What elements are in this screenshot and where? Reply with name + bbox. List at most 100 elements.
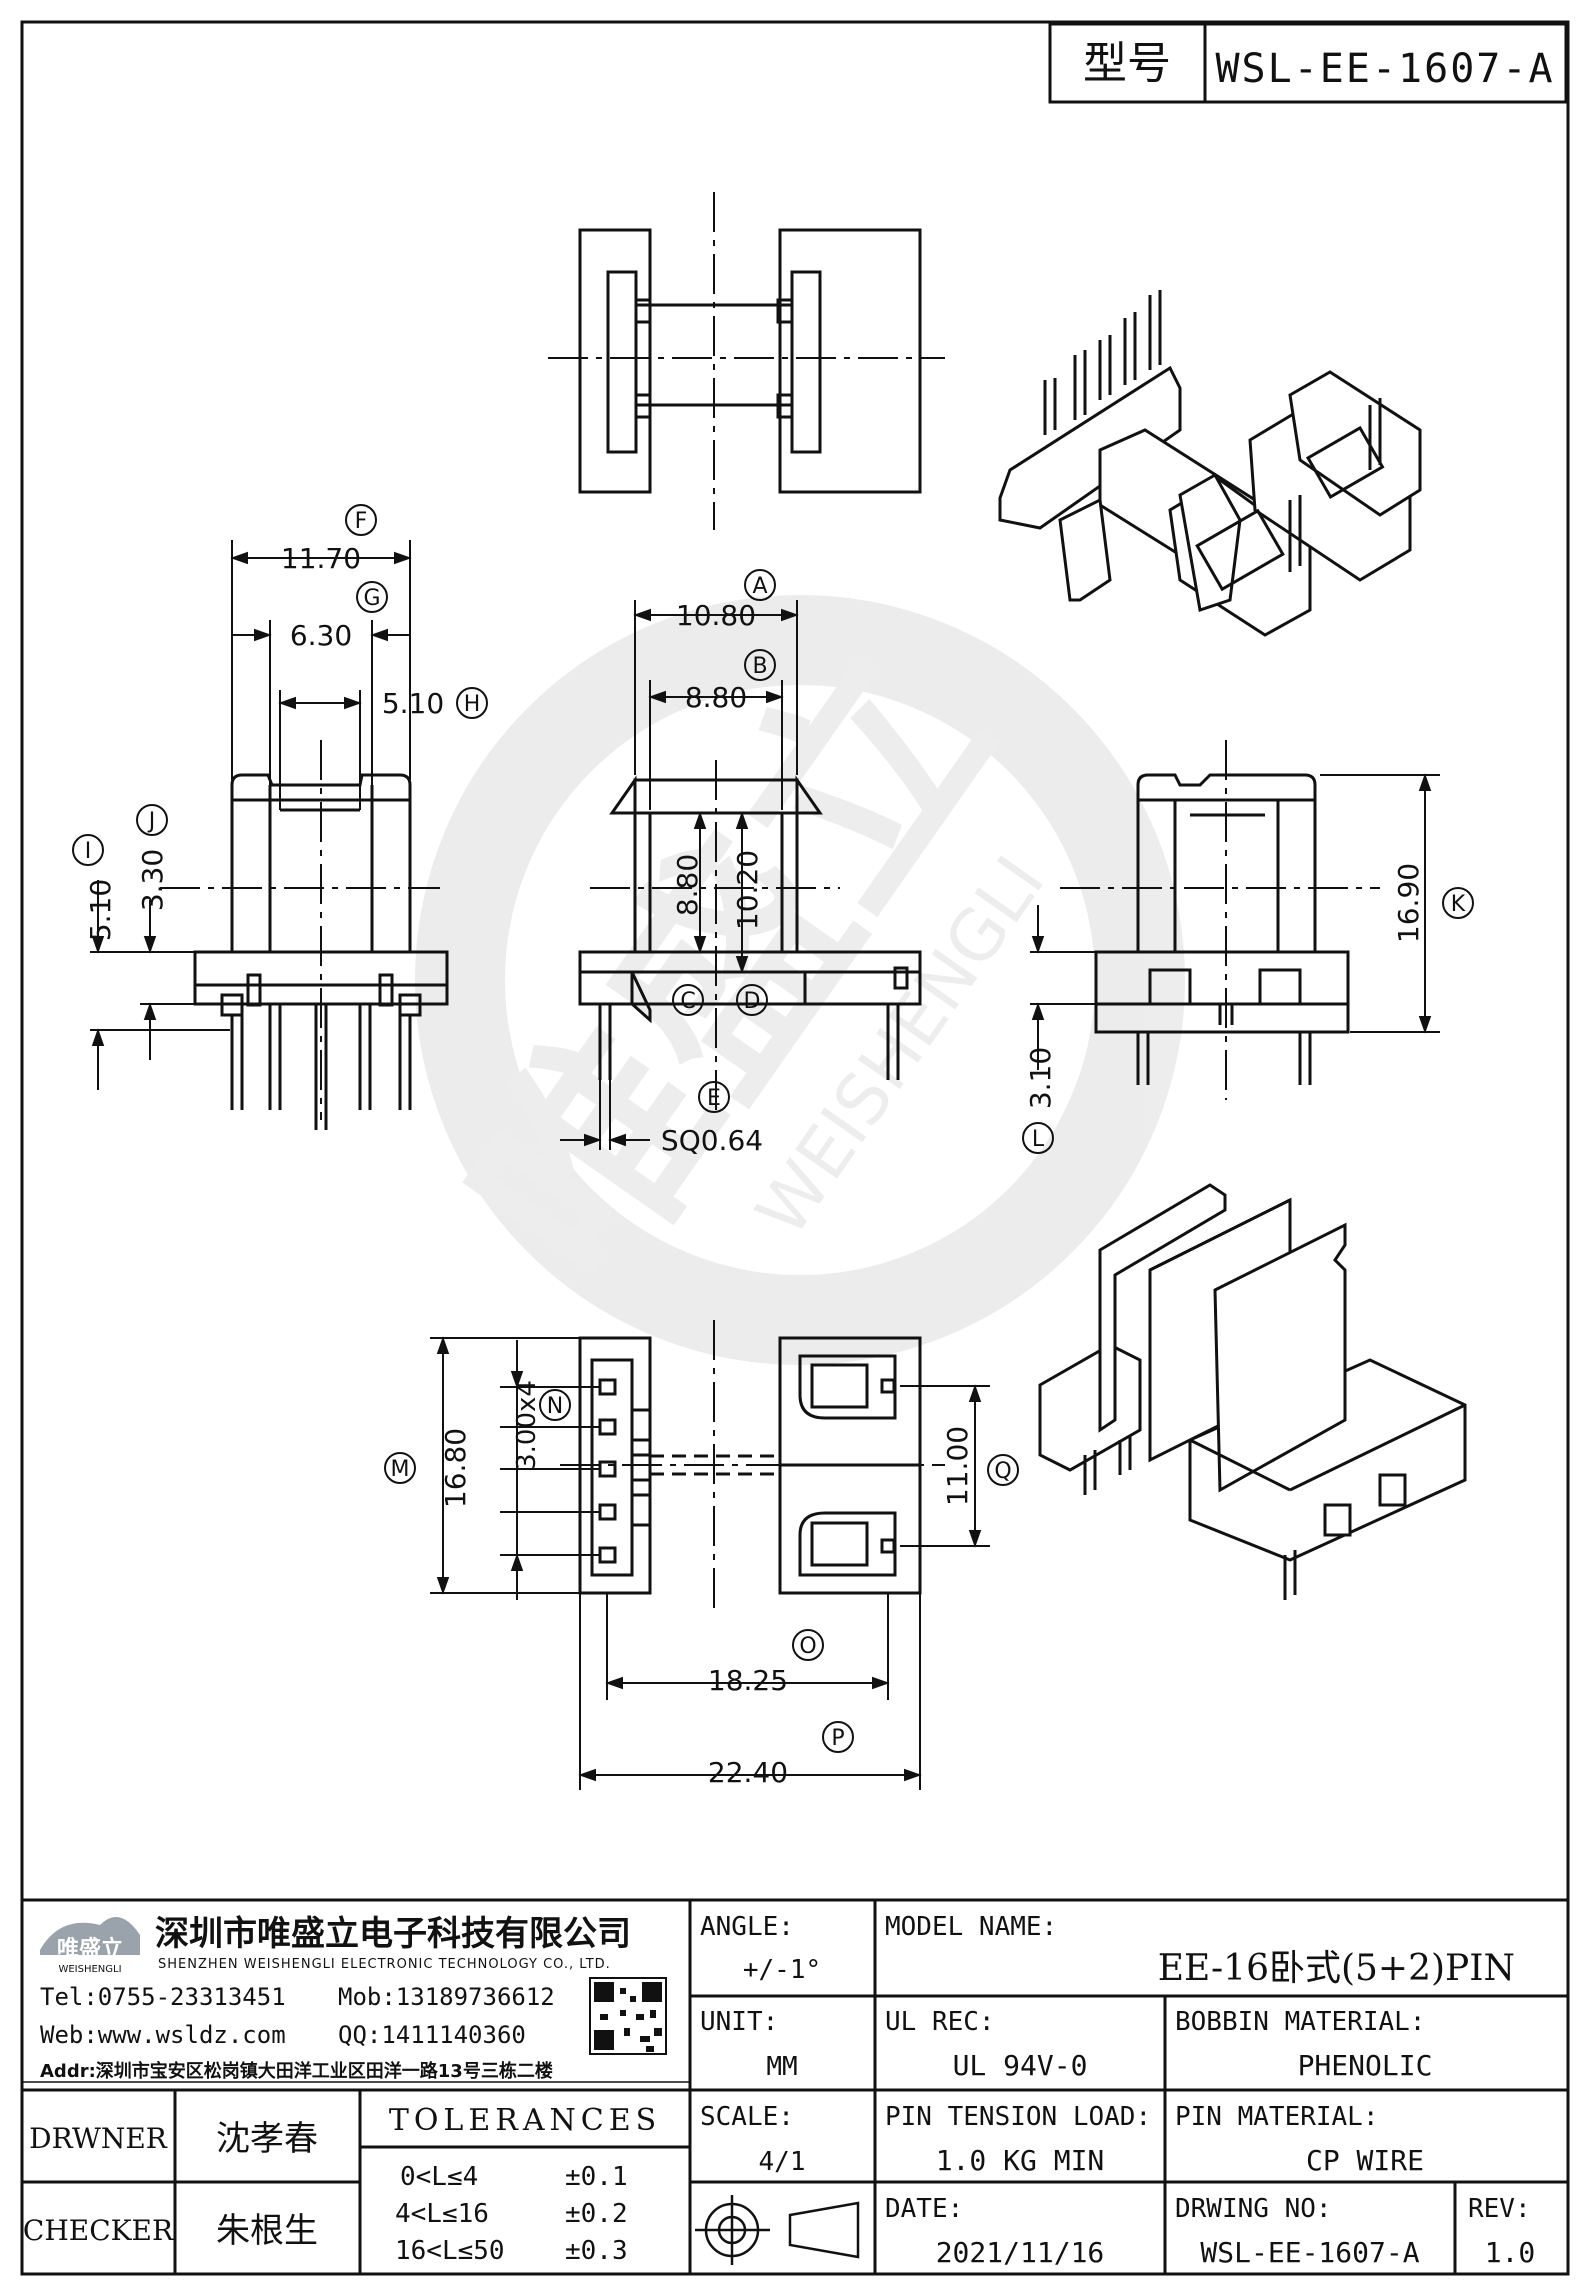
company-logo-text: 唯盛立 [57,1936,123,1962]
dim-M-letter: M [391,1457,410,1482]
dim-J: J 3.30 [136,804,169,911]
dim-K-letter: K [1451,892,1466,917]
dim-H: H 5.10 [382,687,488,720]
dim-B: B 8.80 [685,649,776,714]
dim-B-value: 8.80 [685,681,747,714]
dim-Q-value: 11.00 [941,1426,974,1506]
dim-L-letter: L [1032,1127,1045,1152]
date-label: DATE: [885,2194,963,2224]
drawer-name: 沈孝春 [216,2119,318,2159]
bottom-view-dimensions [430,1336,990,1790]
dim-O: O 18.25 [708,1629,824,1697]
company-name-en: SHENZHEN WEISHENGLI ELECTRONIC TECHNOLOG… [158,1957,611,1972]
tolerance-range-1: 0<L≤4 [400,2162,478,2192]
tolerances-label: TOLERANCES [389,2103,661,2138]
tolerance-value-2: ±0.2 [565,2199,628,2229]
pin-material-label: PIN MATERIAL: [1175,2102,1379,2132]
company-block: 唯盛立 WEISHENGLI 深圳市唯盛立电子科技有限公司 SHENZHEN W… [40,1914,667,2082]
scale-value: 4/1 [759,2147,806,2177]
dim-A-value: 10.80 [676,599,756,632]
drawing-no-label: DRWING NO: [1175,2194,1332,2224]
dim-P-value: 22.40 [708,1756,788,1789]
dim-H-value: 5.10 [382,687,444,720]
dim-G-value: 6.30 [290,619,352,652]
angle-value: +/-1° [743,1955,821,1985]
sheet-border [20,20,1570,2276]
model-code-label: 型号 [1083,38,1171,89]
side-view-dimensions [560,600,799,1150]
dim-L-value: 3.10 [1024,1047,1057,1109]
company-mob: Mob:13189736612 [338,1983,555,2011]
ul-label: UL REC: [885,2007,995,2037]
dim-K: K 16.90 [1392,863,1474,943]
dim-N-letter: N [547,1394,563,1419]
side-view [578,760,922,1110]
company-name-cn: 深圳市唯盛立电子科技有限公司 [155,1914,631,1954]
drawer-label: DRWNER [29,2122,168,2155]
dim-N: N 3.00x4 [512,1380,571,1470]
dim-C-value: 8.80 [671,854,704,916]
qr-code-icon [589,1977,667,2055]
title-block [22,1898,1568,2274]
pin-tension-label: PIN TENSION LOAD: [885,2102,1151,2132]
dim-Q: Q 11.00 [941,1426,1019,1506]
company-logo-sub: WEISHENGLI [58,1964,121,1975]
pin-tension-value: 1.0 KG MIN [936,2144,1105,2177]
dim-J-value: 3.30 [136,849,169,911]
dim-A: A 10.80 [676,569,776,632]
dim-A-letter: A [752,574,767,599]
bobbin-label: BOBBIN MATERIAL: [1175,2007,1425,2037]
dim-M: M 16.80 [384,1428,472,1508]
dim-M-value: 16.80 [439,1428,472,1508]
isometric-view-bottom [1038,1183,1467,1600]
ul-value: UL 94V-0 [953,2049,1088,2082]
dim-E: E SQ0.64 [661,1081,763,1157]
top-view [548,192,945,530]
pin-material-value: CP WIRE [1306,2144,1424,2177]
dim-D-value: 10.20 [731,850,764,930]
right-view-dimensions [1030,773,1440,1070]
angle-label: ANGLE: [700,1912,794,1942]
dim-L: L 3.10 [1022,1047,1057,1154]
dim-I: I 5.10 [72,834,117,941]
model-code-box: 型号 WSL-EE-1607-A [1048,22,1568,104]
rev-label: REV: [1468,2194,1531,2224]
front-view [160,740,449,1130]
company-web: Web:www.wsldz.com [40,2021,286,2049]
unit-label: UNIT: [700,2007,778,2037]
date-value: 2021/11/16 [936,2236,1105,2269]
company-tel: Tel:0755-23313451 [40,1983,286,2011]
model-code: WSL-EE-1607-A [1215,46,1554,92]
company-qq: QQ:1411140360 [338,2021,526,2049]
dim-G-letter: G [363,586,380,611]
dim-F: F 11.70 [281,504,377,575]
dim-N-value: 3.00x4 [512,1380,542,1470]
dim-B-letter: B [752,654,767,679]
dim-I-value: 5.10 [84,879,117,941]
checker-label: CHECKER [23,2214,174,2247]
dim-F-value: 11.70 [281,542,361,575]
dim-F-letter: F [355,509,368,534]
checker-name: 朱根生 [216,2211,318,2251]
drawing-no-value: WSL-EE-1607-A [1200,2236,1419,2269]
model-name-value: EE-16卧式(5+2)PIN [1158,1948,1515,1989]
bobbin-value: PHENOLIC [1298,2049,1433,2082]
dim-O-letter: O [799,1634,816,1659]
company-address: Addr:深圳市宝安区松岗镇大田洋工业区田洋一路13号三栋二楼 [40,2060,553,2082]
dim-P: P 22.40 [708,1721,854,1789]
dim-J-letter: J [147,809,156,834]
dim-K-value: 16.90 [1392,863,1425,943]
unit-value: MM [766,2052,797,2082]
dim-D: D 10.20 [731,850,768,1016]
model-name-label: MODEL NAME: [885,1912,1057,1942]
right-view [1060,740,1380,1100]
dim-E-value: SQ0.64 [661,1124,763,1157]
bottom-view [560,1320,945,1615]
dim-C: C 8.80 [671,854,704,1016]
front-view-dimensions [90,540,412,1090]
dim-D-letter: D [744,989,761,1014]
rev-value: 1.0 [1485,2236,1536,2269]
dim-G: G 6.30 [290,581,388,652]
projection-symbol-icon [695,2195,860,2265]
